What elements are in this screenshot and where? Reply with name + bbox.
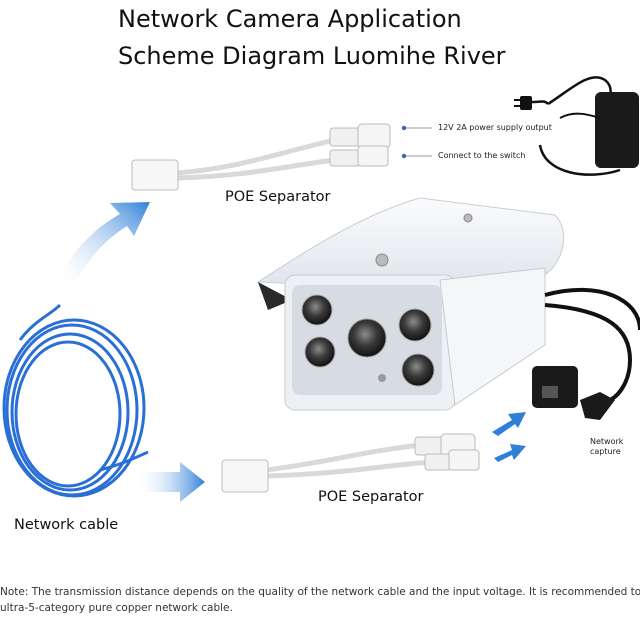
note-line-2: ultra-5-category pure copper network cab… xyxy=(0,602,233,614)
note-text: Note: The transmission distance depends … xyxy=(0,584,640,616)
power-output-label: 12V 2A power supply output xyxy=(438,123,552,132)
arrow-right-bottom xyxy=(135,462,205,502)
arrow-up-right xyxy=(55,202,150,286)
diagram-title-line-1: Network Camera Application xyxy=(118,5,462,33)
arrows-camera-side xyxy=(492,412,526,462)
poe-separator-bottom xyxy=(221,433,480,493)
power-adapter xyxy=(514,76,639,176)
diagram-title-line-2: Scheme Diagram Luomihe River xyxy=(118,42,506,70)
poe-separator-top-label: POE Separator xyxy=(225,189,331,205)
network-cable-label: Network cable xyxy=(14,517,119,533)
leader-lines-top xyxy=(401,125,432,159)
network-camera xyxy=(256,197,565,411)
poe-separator-top xyxy=(131,123,391,191)
note-line-1: Note: The transmission distance depends … xyxy=(0,586,640,598)
network-capture-label-line-1: Network xyxy=(590,437,624,446)
camera-pigtail xyxy=(532,287,640,420)
network-capture-label-line-2: capture xyxy=(590,447,621,456)
connect-switch-label: Connect to the switch xyxy=(438,151,526,160)
poe-separator-bottom-label: POE Separator xyxy=(318,489,424,505)
network-cable-coil xyxy=(2,303,149,498)
